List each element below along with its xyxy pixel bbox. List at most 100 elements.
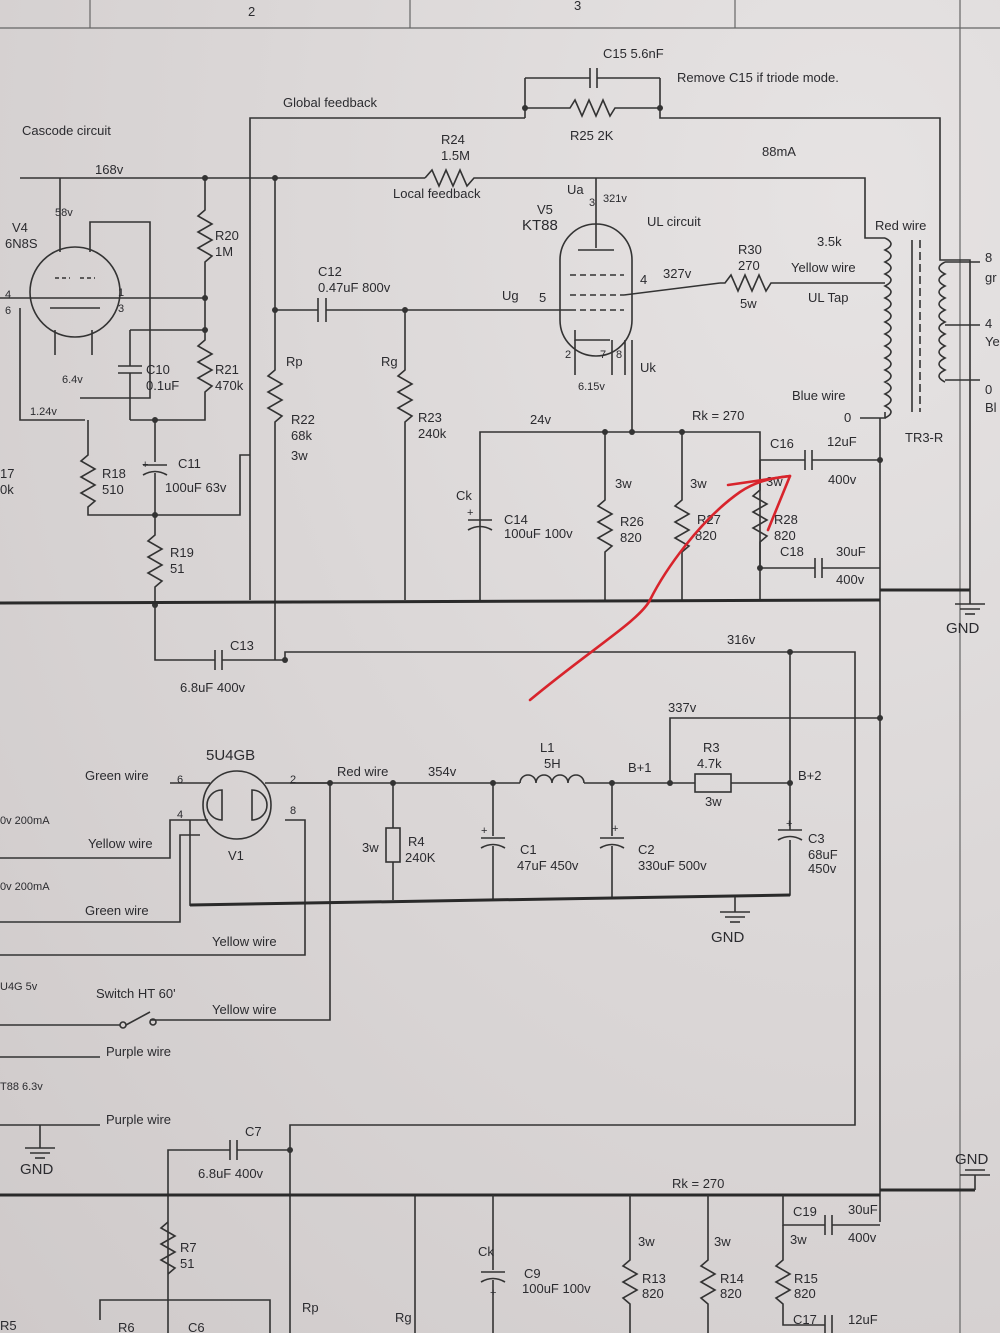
cathode-network-v4: R18 510 + C11 100uF 63v R19 51 17 0k: [0, 417, 250, 661]
c7-value: 6.8uF 400v: [198, 1166, 264, 1181]
green-wire-label-2: Green wire: [85, 903, 149, 918]
r28-label: R28: [774, 512, 798, 527]
r13-value: 820: [642, 1286, 664, 1301]
c12-label: C12: [318, 264, 342, 279]
voltage-24v: 24v: [530, 412, 551, 427]
v1-pin4: 4: [177, 809, 183, 821]
tr3r-label: TR3-R: [905, 430, 943, 445]
r4-watt: 3w: [362, 840, 379, 855]
r7-value: 51: [180, 1256, 194, 1271]
yellow-wire-label: Yellow wire: [212, 1002, 277, 1017]
gnd-label-top: GND: [946, 620, 980, 637]
c18-voltage: 400v: [836, 572, 865, 587]
r3-watt: 3w: [705, 794, 722, 809]
c1-label: C1: [520, 842, 537, 857]
c7-label: C7: [245, 1124, 262, 1139]
u4g-5v-label: U4G 5v: [0, 981, 38, 993]
r6-label: R6: [118, 1320, 135, 1333]
cascode-bias-network: R20 1M C10 0.1uF R21 470k: [118, 178, 244, 421]
c17-label: C17: [793, 1312, 817, 1327]
r15-value: 820: [794, 1286, 816, 1301]
top-rail-168v: 168v R24 1.5M Local feedback 88mA: [20, 132, 885, 239]
r24-value: 1.5M: [441, 148, 470, 163]
rp-label: Rp: [286, 354, 303, 369]
v4-pin3: 3: [118, 303, 124, 315]
b-plus-2: B+2: [798, 768, 822, 783]
out-0-ohm: 0: [985, 382, 992, 397]
r26-watt: 3w: [615, 476, 632, 491]
c17-value: 12uF: [848, 1312, 878, 1327]
secondary-200ma-2: 0v 200mA: [0, 881, 50, 893]
c9-plus: +: [490, 1287, 496, 1299]
c15-label: C15 5.6nF: [603, 46, 664, 61]
r15-label: R15: [794, 1271, 818, 1286]
t88-6-3v-label: T88 6.3v: [0, 1081, 43, 1093]
v5-pin8: 8: [616, 349, 622, 361]
c3-value: 68uF: [808, 847, 838, 862]
gnd-label-middle: GND: [711, 929, 745, 946]
c14-label: C14: [504, 512, 528, 527]
r22-label: R22: [291, 412, 315, 427]
local-feedback-label: Local feedback: [393, 186, 481, 201]
v1-pin2: 2: [290, 774, 296, 786]
r21-value: 470k: [215, 378, 244, 393]
zero-tap-label: 0: [844, 410, 851, 425]
blue-wire-label: Blue wire: [792, 388, 845, 403]
c18-label: C18: [780, 544, 804, 559]
r14-watt: 3w: [714, 1234, 731, 1249]
c12-value: 0.47uF 800v: [318, 280, 391, 295]
rg-label-bottom: Rg: [395, 1310, 412, 1325]
c10-label: C10: [146, 362, 170, 377]
r4-label: R4: [408, 834, 425, 849]
c2-value: 330uF 500v: [638, 858, 707, 873]
c3-voltage: 450v: [808, 861, 837, 876]
c13-coupling: C13 6.8uF 400v 316v: [180, 632, 856, 1150]
v5-pin7: 7: [600, 349, 606, 361]
v1-pin6: 6: [177, 774, 183, 786]
voltage-6-15v: 6.15v: [578, 381, 605, 393]
ck-label: Ck: [456, 488, 472, 503]
purple-wire-label-2: Purple wire: [106, 1112, 171, 1127]
r25-label: R25 2K: [570, 128, 614, 143]
r7-label: R7: [180, 1240, 197, 1255]
r27-watt: 3w: [690, 476, 707, 491]
v1-pin8: 8: [290, 805, 296, 817]
out-0-color: Bl: [985, 400, 997, 415]
c11-value: 100uF 63v: [165, 480, 227, 495]
global-feedback-loop: Global feedback: [249, 78, 971, 600]
r13-watt: 3w: [638, 1234, 655, 1249]
voltage-316v: 316v: [727, 632, 756, 647]
c19-label: C19: [793, 1204, 817, 1219]
voltage-337v: 337v: [668, 700, 697, 715]
tube-v5-kt88: V5 KT88 Ua 321v UL circuit Ug 5 4 3 2 7 …: [502, 178, 721, 432]
c3-plus: +: [786, 818, 792, 830]
green-wire-label: Green wire: [85, 768, 149, 783]
cathode-network-bottom: GND Rk = 270 Ck + C9 100uF 100v 3w R13 8…: [0, 1151, 990, 1333]
r4-value: 240K: [405, 850, 436, 865]
v4-pin6: 6: [5, 305, 11, 317]
c19-voltage: 400v: [848, 1230, 877, 1245]
v4-pin4: 4: [5, 289, 11, 301]
left-edge-17: 17: [0, 466, 14, 481]
ug-label: Ug: [502, 288, 519, 303]
heater-and-switch: U4G 5v Switch HT 60' Yellow wire Purple …: [0, 981, 277, 1178]
ul-tap-label: UL Tap: [808, 290, 848, 305]
c14-plus: +: [467, 507, 473, 519]
r22-value: 68k: [291, 428, 312, 443]
c2-plus: +: [612, 823, 618, 835]
v5-pin2: 2: [565, 349, 571, 361]
v1-label: V1: [228, 848, 244, 863]
red-wire-label: Red wire: [337, 764, 388, 779]
r21-label: R21: [215, 362, 239, 377]
v4-label: V4: [12, 220, 28, 235]
voltage-327v: 327v: [663, 266, 692, 281]
v5-pin3: 3: [589, 197, 595, 209]
gnd-label-bottom-right: GND: [955, 1151, 989, 1168]
r24-label: R24: [441, 132, 465, 147]
r3-value: 4.7k: [697, 756, 722, 771]
c15-note: Remove C15 if triode mode.: [677, 70, 839, 85]
r27-value: 820: [695, 528, 717, 543]
